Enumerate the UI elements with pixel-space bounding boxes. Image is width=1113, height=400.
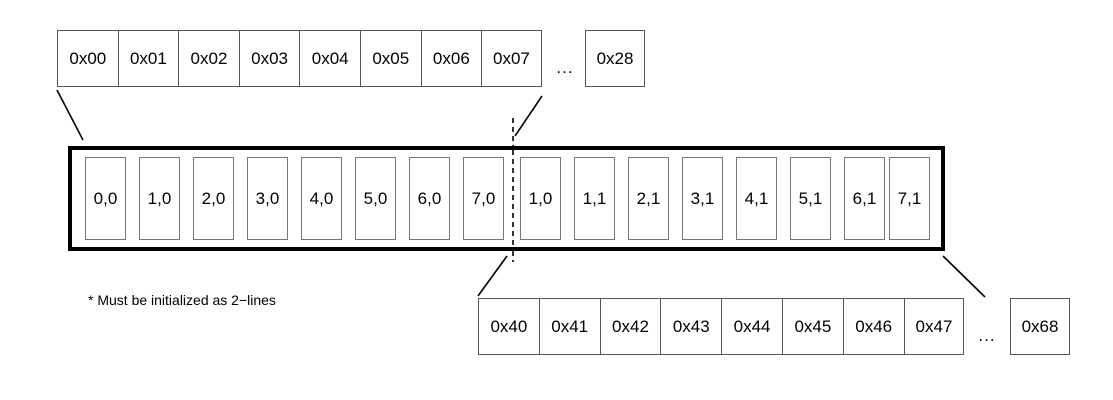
- memory-cell: 1,0: [520, 157, 561, 240]
- address-cell: 0x01: [117, 30, 179, 87]
- memory-cell: 7,1: [889, 157, 930, 240]
- address-cell: 0x02: [178, 30, 239, 87]
- memory-cell: 1,0: [139, 157, 180, 240]
- memory-cell: 0,0: [85, 157, 126, 240]
- connector-bottom-left: [477, 255, 508, 297]
- address-cell: 0x40: [478, 298, 539, 355]
- address-cell: 0x43: [660, 298, 722, 355]
- memory-cell: 2,0: [193, 157, 234, 240]
- address-cell: 0x07: [481, 30, 542, 87]
- upper-row-tail-cell: 0x28: [585, 30, 645, 87]
- address-cell: 0x44: [721, 298, 782, 355]
- upper-address-row: 0x00 0x01 0x02 0x03 0x04 0x05 0x06 0x07: [57, 30, 542, 87]
- memory-cell: 5,0: [355, 157, 396, 240]
- address-cell: 0x47: [903, 298, 965, 355]
- memory-cell: 6,1: [844, 157, 885, 240]
- address-cell: 0x04: [299, 30, 360, 87]
- connector-top-right: [514, 95, 543, 137]
- connector-bottom-right: [942, 255, 986, 298]
- address-cell: 0x45: [781, 298, 843, 355]
- memory-cell: 7,0: [463, 157, 504, 240]
- lower-address-row: 0x40 0x41 0x42 0x43 0x44 0x45 0x46 0x47: [478, 298, 965, 355]
- memory-cell: 3,1: [682, 157, 723, 240]
- memory-cell: 1,1: [574, 157, 615, 240]
- address-cell: 0x06: [420, 30, 482, 87]
- memory-cell: 4,0: [301, 157, 342, 240]
- address-cell: 0x00: [57, 30, 118, 87]
- address-cell: 0x03: [238, 30, 300, 87]
- address-cell: 0x42: [599, 298, 661, 355]
- address-cell: 0x46: [842, 298, 904, 355]
- memory-cell: 5,1: [790, 157, 831, 240]
- upper-row-ellipsis: ...: [556, 58, 574, 77]
- address-cell: 0x05: [359, 30, 421, 87]
- initialization-note: * Must be initialized as 2−lines: [88, 292, 276, 308]
- memory-cell: 3,0: [247, 157, 288, 240]
- connector-top-left: [56, 89, 84, 141]
- lower-row-ellipsis: ...: [978, 326, 996, 345]
- address-cell: 0x41: [538, 298, 600, 355]
- memory-cell: 2,1: [628, 157, 669, 240]
- lower-row-tail-cell: 0x68: [1010, 298, 1070, 355]
- memory-cell: 6,0: [409, 157, 450, 240]
- memory-cell: 4,1: [736, 157, 777, 240]
